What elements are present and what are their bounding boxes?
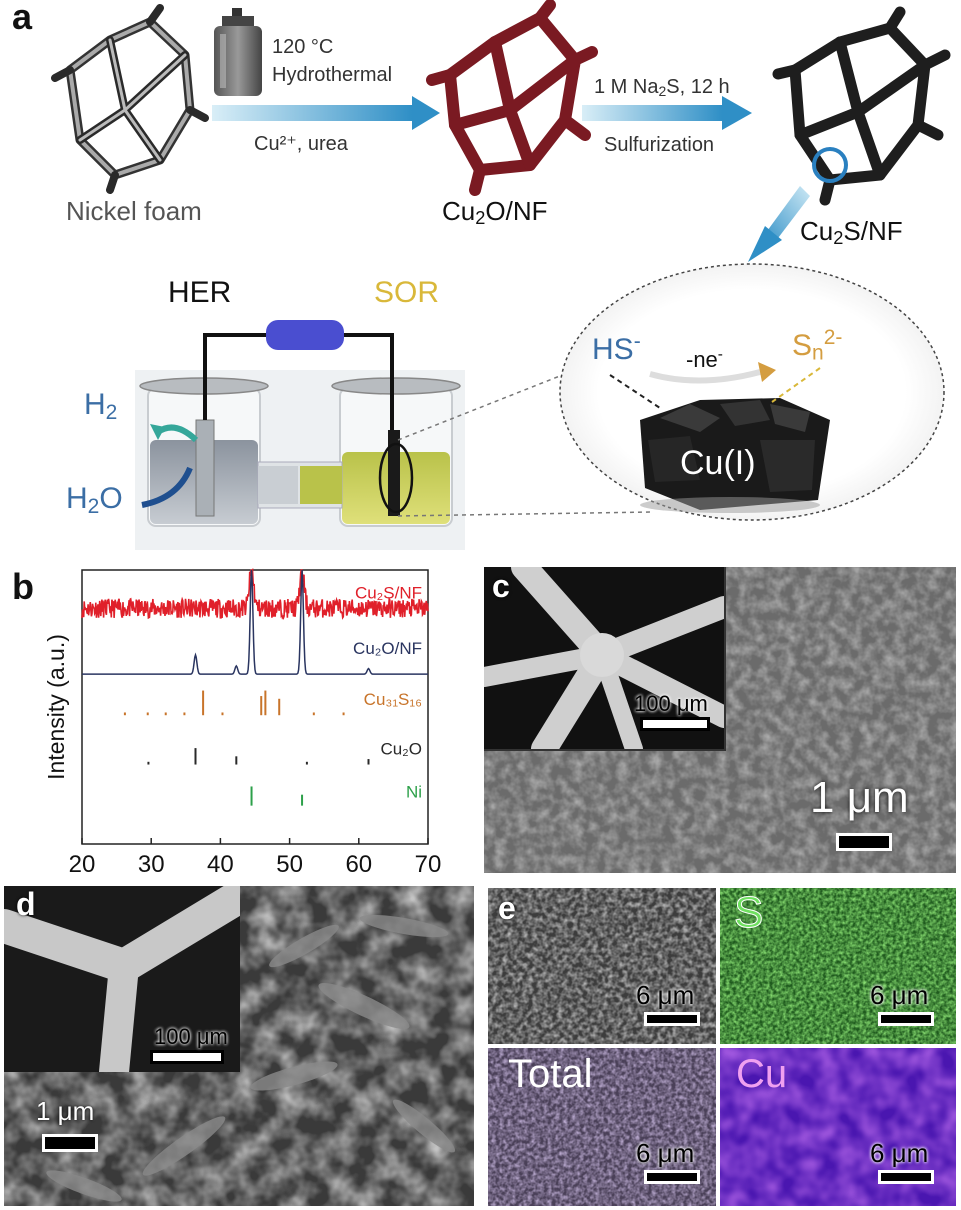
arrow-1-icon [212, 96, 440, 130]
electrochemical-cell-icon [135, 320, 465, 550]
e-scale-text-2: 6 μm [870, 980, 929, 1010]
panel-label-d: d [16, 886, 36, 922]
h2-sub: 2 [105, 400, 118, 424]
e-scale-text-4: 6 μm [870, 1138, 929, 1168]
e-scalebar-1 [644, 1012, 700, 1026]
e-scalebar-4 [878, 1170, 934, 1184]
cu2o-nf-base: Cu [442, 196, 476, 226]
cu2o-nf-label: Cu2O/NF [442, 196, 547, 229]
e-scale-text-3: 6 μm [636, 1138, 695, 1168]
scheme-hydrothermal: Hydrothermal [272, 64, 393, 86]
e-s-label: S [733, 888, 764, 938]
panel-label-b: b [12, 566, 34, 607]
c-inset-scale-text: 100 μm [634, 691, 708, 716]
hs-base: HS [592, 332, 634, 366]
panel-label-e: e [498, 890, 516, 926]
sulfur-cond-post: S, 12 h [666, 76, 730, 98]
d-main-scalebar [42, 1134, 98, 1152]
x-tick-label-5: 70 [415, 851, 442, 878]
panel-label-a: a [12, 0, 33, 37]
panel-label-c: c [492, 568, 510, 604]
series-line-0 [81, 567, 429, 621]
ne-text: -ne [686, 347, 718, 373]
y-axis-label: Intensity (a.u.) [43, 634, 69, 780]
sn-base: S [792, 328, 813, 362]
series-label-4: Ni [406, 783, 422, 802]
series-label-0: Cu₂S/NF [355, 583, 422, 602]
hs-label: HS- [592, 330, 641, 367]
h2o-sub: 2 [87, 494, 100, 518]
cu2s-nf-label: Cu2S/NF [800, 216, 903, 249]
sn-sub: n [812, 341, 824, 365]
h2o-rest: O [99, 482, 123, 515]
scheme-graphic [51, 0, 951, 550]
sulfur-cond-sub: 2 [658, 83, 667, 100]
cu2s-nf-base: Cu [800, 216, 834, 246]
x-tick-label-2: 40 [207, 851, 234, 878]
sulfur-cond-pre: 1 M Na [594, 76, 659, 98]
series-label-3: Cu₂O [380, 740, 422, 759]
plot-frame [81, 569, 429, 845]
d-inset-scale-text: 100 μm [154, 1024, 228, 1049]
zoom-circle-icon [812, 147, 848, 183]
e-cu-label: Cu [736, 1052, 788, 1096]
x-axis-label: 2 Theta (°) [198, 879, 311, 880]
h2o-base: H [66, 482, 88, 515]
scheme-temp: 120 °C [272, 36, 334, 58]
ne-label: -ne- [686, 346, 723, 373]
sem-image-d: 100 μm 1 μm [4, 886, 474, 1206]
e-scale-text-1: 6 μm [636, 980, 695, 1010]
hs-sup: - [633, 330, 641, 353]
d-inset-scalebar [150, 1050, 224, 1064]
cu2s-nf-sub: 2 [833, 228, 844, 249]
sn-label: Sn2- [792, 326, 842, 366]
h2-label: H2 [84, 388, 117, 425]
c-main-scale-text: 1 μm [810, 773, 909, 822]
xrd-chart: 20 30 40 50 60 70 2 Theta (°) Intensity (a.u.) C… [43, 567, 442, 880]
cu2s-nf-rest: S/NF [843, 216, 903, 246]
c-main-scalebar [836, 833, 892, 851]
h2-base: H [84, 388, 106, 421]
series-label-2: Cu₃₁S₁₆ [364, 690, 422, 709]
ne-sup: - [717, 346, 723, 363]
e-scalebar-2 [878, 1012, 934, 1026]
sulfur-conditions: 1 M Na2S, 12 h [594, 76, 730, 99]
nickel-foam-label: Nickel foam [66, 196, 202, 226]
her-label: HER [168, 276, 232, 309]
arrow-3-icon [748, 186, 810, 262]
e-total-label: Total [508, 1052, 593, 1096]
nickel-foam-icon [51, 4, 209, 194]
cu2s-foam-icon [772, 6, 951, 206]
series-line-1 [82, 569, 428, 675]
x-tick-label-1: 30 [138, 851, 165, 878]
c-inset-scalebar [640, 717, 710, 731]
sor-label: SOR [374, 276, 440, 309]
h2o-label: H2O [66, 482, 123, 519]
cu-i-label: Cu(I) [680, 444, 756, 482]
x-tick-label-3: 50 [276, 851, 303, 878]
cu2o-foam-icon [426, 0, 598, 196]
eds-total-map [488, 1048, 716, 1206]
cu2o-nf-rest: O/NF [485, 196, 548, 226]
sulfurization-label: Sulfurization [604, 134, 715, 156]
sem-image-c: 100 μm 1 μm [484, 567, 956, 873]
e-scalebar-3 [644, 1170, 700, 1184]
cu-crystal-icon [640, 398, 830, 513]
arrow-2-icon [582, 96, 752, 130]
cu2o-nf-sub: 2 [475, 208, 486, 229]
series-label-1: Cu₂O/NF [353, 639, 422, 658]
sem-inset-d [4, 886, 240, 1072]
x-tick-label-0: 20 [69, 851, 96, 878]
scheme-reagents: Cu²⁺, urea [254, 133, 348, 155]
autoclave-icon [214, 8, 262, 96]
x-tick-label-4: 60 [345, 851, 372, 878]
d-main-scale-text: 1 μm [36, 1096, 95, 1126]
sn-sup: 2- [823, 326, 843, 349]
